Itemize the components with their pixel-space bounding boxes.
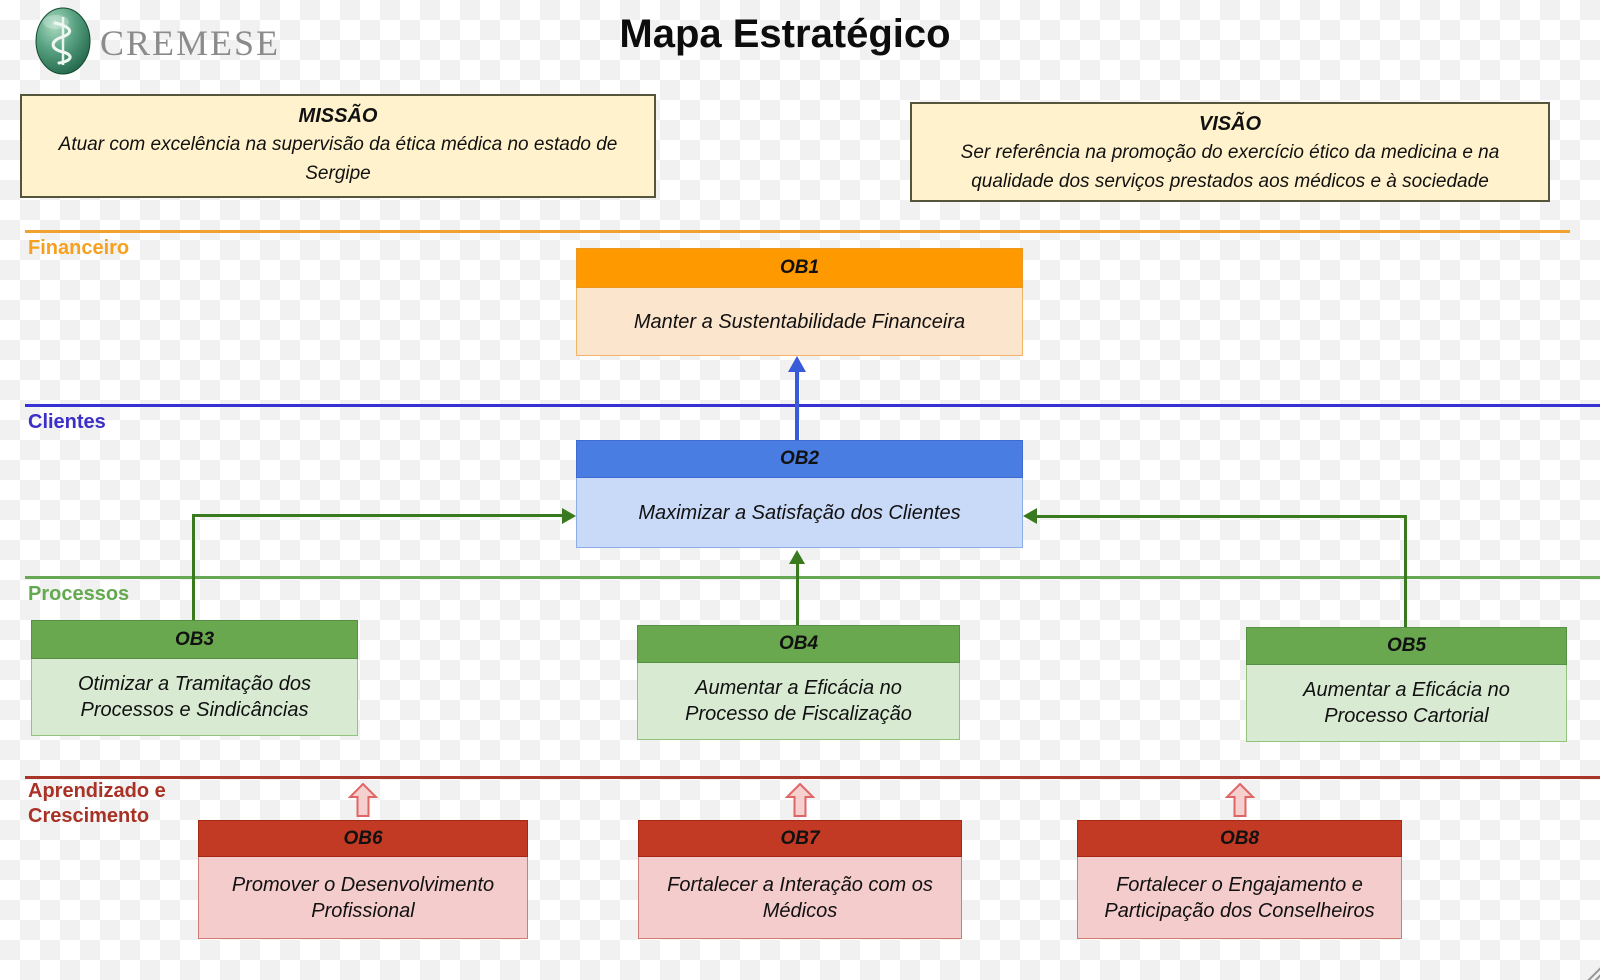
ob1-code: OB1 xyxy=(576,248,1023,288)
objective-box-ob4: OB4 Aumentar a Eficácia no Processo de F… xyxy=(637,625,960,740)
ob6-text: Promover o Desenvolvimento Profissional xyxy=(198,857,528,939)
objective-box-ob3: OB3 Otimizar a Tramitação dos Processos … xyxy=(31,620,358,736)
ob8-text: Fortalecer o Engajamento e Participação … xyxy=(1077,857,1402,939)
block-arrow-ob6-icon xyxy=(347,782,379,822)
objective-box-ob1: OB1 Manter a Sustentabilidade Financeira xyxy=(576,248,1023,356)
brand-name: CREMESE xyxy=(100,23,281,63)
arrow-ob5-to-ob2-vline xyxy=(1404,515,1407,627)
resize-grip-icon[interactable] xyxy=(1583,963,1600,980)
ob3-code: OB3 xyxy=(31,620,358,659)
mission-title: MISSÃO xyxy=(298,105,378,127)
lane-label-financeiro: Financeiro xyxy=(28,237,130,259)
ob6-code: OB6 xyxy=(198,820,528,857)
arrow-ob2-to-ob1-head xyxy=(788,356,806,372)
ob4-code: OB4 xyxy=(637,625,960,663)
ob4-text: Aumentar a Eficácia no Processo de Fisca… xyxy=(637,663,960,740)
ob8-code: OB8 xyxy=(1077,820,1402,857)
ob3-text: Otimizar a Tramitação dos Processos e Si… xyxy=(31,659,358,736)
ob7-code: OB7 xyxy=(638,820,962,857)
ob5-text: Aumentar a Eficácia no Processo Cartoria… xyxy=(1246,665,1567,742)
arrow-ob2-to-ob1-line xyxy=(795,372,799,440)
lane-line-processos xyxy=(25,576,1600,579)
mission-box: MISSÃO Atuar com excelência na supervisã… xyxy=(20,94,656,198)
arrow-ob5-to-ob2-head xyxy=(1023,508,1037,524)
mission-text: Atuar com excelência na supervisão da ét… xyxy=(58,134,618,184)
ob5-code: OB5 xyxy=(1246,627,1567,665)
lane-line-financeiro xyxy=(25,230,1570,233)
lane-label-aprendizado-e-crescimento: Aprendizado e Crescimento xyxy=(28,779,166,829)
lane-line-clientes xyxy=(25,404,1600,407)
ob7-text: Fortalecer a Interação com os Médicos xyxy=(638,857,962,939)
page-title: Mapa Estratégico xyxy=(619,12,951,56)
arrow-ob4-to-ob2-head xyxy=(789,550,805,564)
objective-box-ob6: OB6 Promover o Desenvolvimento Profissio… xyxy=(198,820,528,939)
objective-box-ob8: OB8 Fortalecer o Engajamento e Participa… xyxy=(1077,820,1402,939)
objective-box-ob7: OB7 Fortalecer a Interação com os Médico… xyxy=(638,820,962,939)
rod-of-asclepius-icon xyxy=(34,7,92,80)
objective-box-ob5: OB5 Aumentar a Eficácia no Processo Cart… xyxy=(1246,627,1567,742)
ob2-code: OB2 xyxy=(576,440,1023,478)
arrow-ob4-to-ob2-line xyxy=(796,564,799,625)
arrow-ob3-to-ob2-hline xyxy=(192,514,562,517)
vision-title: VISÃO xyxy=(1198,113,1262,135)
ob1-text: Manter a Sustentabilidade Financeira xyxy=(576,288,1023,356)
block-arrow-ob8-icon xyxy=(1224,782,1256,822)
arrow-ob3-to-ob2-head xyxy=(562,508,576,524)
arrow-ob3-to-ob2-vline xyxy=(192,514,195,620)
lane-line-aprendizado xyxy=(25,776,1600,779)
cremese-logo xyxy=(34,6,92,81)
vision-box: VISÃO Ser referência na promoção do exer… xyxy=(910,102,1550,202)
block-arrow-ob7-icon xyxy=(784,782,816,822)
lane-label-processos: Processos xyxy=(28,583,130,605)
lane-label-clientes: Clientes xyxy=(28,411,106,433)
lane-label-line-1: Aprendizado e xyxy=(28,780,166,802)
ob2-text: Maximizar a Satisfação dos Clientes xyxy=(576,478,1023,548)
objective-box-ob2: OB2 Maximizar a Satisfação dos Clientes xyxy=(576,440,1023,548)
arrow-ob5-to-ob2-hline xyxy=(1037,515,1407,518)
lane-label-line-2: Crescimento xyxy=(28,805,150,827)
vision-text: Ser referência na promoção do exercício … xyxy=(960,142,1500,192)
